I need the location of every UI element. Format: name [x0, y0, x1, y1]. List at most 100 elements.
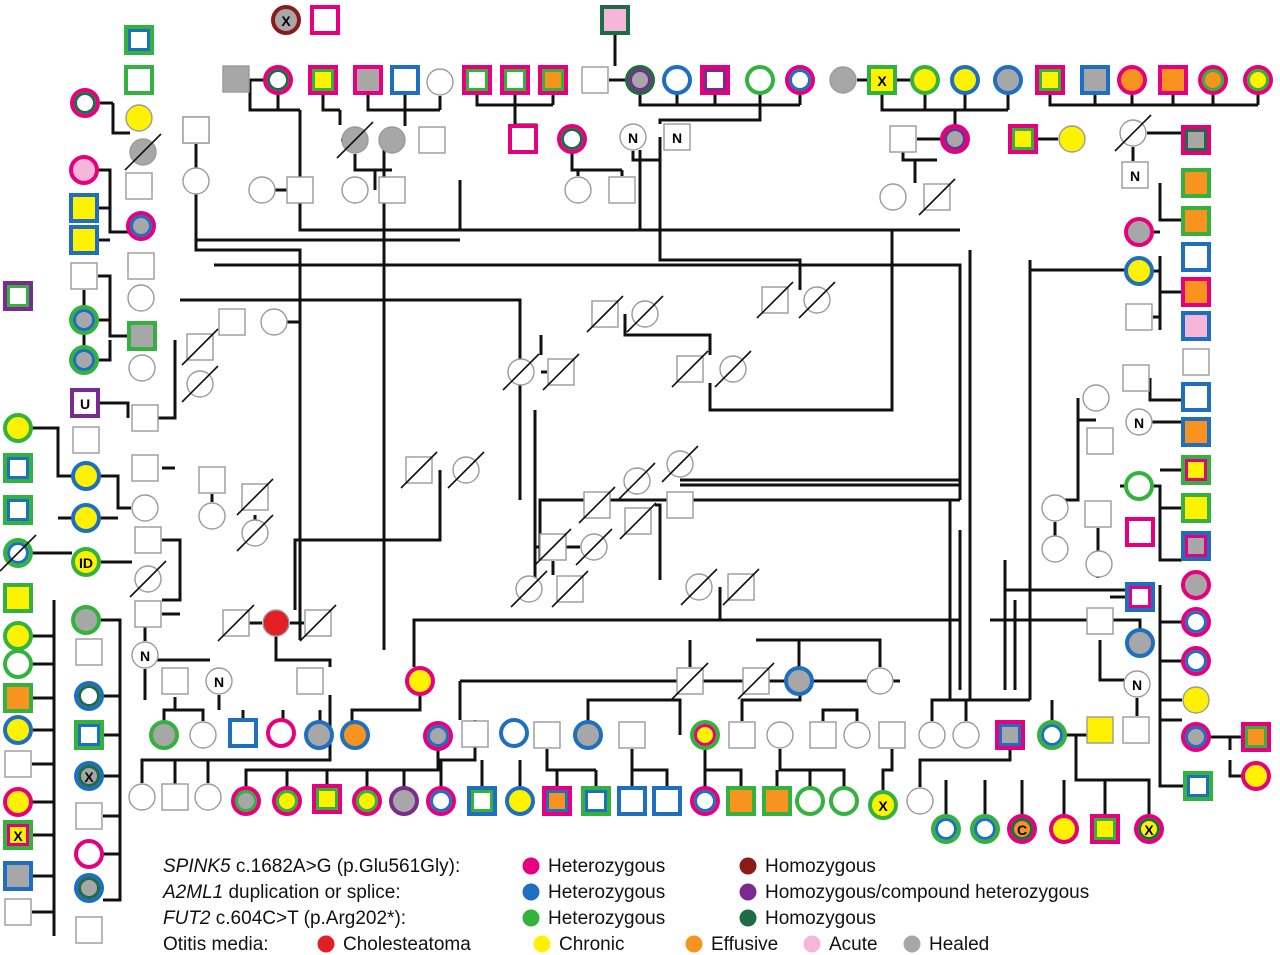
pedigree-connector — [1003, 560, 1130, 690]
genotype-inner-ring — [585, 790, 607, 812]
pedigree-individual-female — [940, 124, 970, 154]
pedigree-connector — [1158, 720, 1184, 788]
deceased-slash — [217, 604, 255, 642]
legend-item-label: Chronic — [559, 934, 624, 955]
female-symbol — [3, 787, 33, 817]
male-symbol — [161, 667, 189, 695]
genotype-inner-ring — [789, 69, 811, 91]
pedigree-individual-male — [617, 786, 647, 816]
female-symbol — [910, 65, 940, 95]
pedigree-individual-male — [310, 5, 340, 35]
pedigree-individual-female — [784, 666, 814, 696]
genotype-inner-ring — [542, 69, 564, 91]
pedigree-individual-female: N — [619, 123, 647, 151]
pedigree-individual-female — [993, 65, 1023, 95]
legend-swatch — [317, 935, 335, 953]
male-symbol — [762, 786, 792, 816]
male-symbol — [390, 65, 420, 95]
pedigree-individual-female — [661, 445, 699, 483]
pedigree-individual-female — [181, 365, 219, 403]
pedigree-individual-female: C — [1007, 814, 1037, 844]
pedigree-connector — [630, 749, 669, 787]
genotype-inner-ring — [1012, 128, 1034, 150]
pedigree-individual-female — [149, 720, 179, 750]
pedigree-individual-female — [626, 295, 664, 333]
pedigree-individual-female: N — [131, 641, 159, 669]
male-symbol — [70, 262, 98, 290]
legend-row-heading: SPINK5 c.1682A>G (p.Glu561Gly): — [163, 856, 460, 877]
pedigree-individual-male — [400, 451, 438, 489]
pedigree-individual-male — [462, 65, 492, 95]
pedigree-individual-male — [125, 172, 153, 200]
female-symbol — [198, 502, 226, 530]
legend-item-label: Homozygous — [765, 908, 876, 929]
individual-label: X — [84, 769, 94, 785]
female-symbol — [918, 721, 946, 749]
genotype-inner-ring — [1247, 69, 1269, 91]
individual-label: N — [1130, 168, 1140, 184]
pedigree-individual-male — [124, 25, 154, 55]
pedigree-individual-female: X — [271, 5, 301, 35]
pedigree-individual-female — [1085, 550, 1113, 578]
male-symbol — [69, 225, 99, 255]
pedigree-individual-female — [3, 649, 33, 679]
pedigree-individual-male — [652, 786, 682, 816]
female-symbol — [1049, 814, 1079, 844]
male-symbol — [1181, 206, 1211, 236]
pedigree-connector — [366, 94, 442, 112]
pedigree-individual-male — [312, 784, 342, 814]
female-symbol — [3, 649, 33, 679]
pedigree-individual-male — [378, 176, 406, 204]
female-symbol — [1124, 471, 1154, 501]
legend-swatch — [739, 883, 757, 901]
pedigree-individual-female: X — [74, 761, 104, 791]
pedigree-connector — [944, 735, 1151, 815]
genotype-inner-ring — [235, 790, 257, 812]
pedigree-connector — [244, 750, 440, 787]
female-symbol — [766, 721, 794, 749]
genotype-inner-ring — [78, 765, 100, 787]
genotype-inner-ring — [1011, 818, 1033, 840]
pedigree-individual-male — [619, 502, 657, 540]
individual-label: X — [1144, 822, 1154, 838]
pedigree-individual-male — [1122, 364, 1150, 392]
pedigree-connector — [100, 101, 130, 135]
pedigree-individual-male — [581, 66, 609, 94]
legend-swatch — [739, 909, 757, 927]
pedigree-individual-female — [1058, 125, 1086, 153]
genotype-inner-ring — [7, 542, 29, 564]
pedigree-individual-female — [182, 167, 210, 195]
female-symbol — [499, 718, 529, 748]
pedigree-individual-female — [690, 720, 720, 750]
pedigree-individual-male — [1181, 417, 1211, 447]
deceased-slash — [236, 478, 274, 516]
genotype-inner-ring — [78, 724, 100, 746]
individual-label: N — [1134, 415, 1144, 431]
individual-label: X — [281, 13, 291, 29]
pedigree-individual-male — [3, 495, 33, 525]
male-symbol — [728, 721, 756, 749]
pedigree-individual-male — [722, 568, 760, 606]
pedigree-connector — [100, 618, 122, 902]
pedigree-connector — [241, 695, 422, 721]
pedigree-individual-male — [508, 124, 538, 154]
pedigree-connector — [703, 749, 743, 787]
pedigree-connector — [930, 698, 1030, 721]
genotype-inner-ring — [935, 818, 957, 840]
genotype-inner-ring — [999, 724, 1021, 746]
deceased-slash — [510, 570, 548, 608]
male-symbol — [1181, 311, 1211, 341]
genotype-inner-ring — [1202, 69, 1224, 91]
pedigree-individual-male — [1035, 65, 1065, 95]
pedigree-individual-male: X — [867, 65, 897, 95]
pedigree-individual-female — [1181, 570, 1211, 600]
male-symbol — [131, 404, 159, 432]
pedigree-individual-male — [533, 721, 561, 749]
pedigree-connector — [98, 340, 112, 362]
legend-item-label: Effusive — [711, 934, 778, 955]
pedigree-individual-female — [3, 715, 33, 745]
pedigree-individual-male — [217, 604, 255, 642]
female-symbol — [1085, 550, 1113, 578]
individual-label: N — [214, 674, 224, 690]
pedigree-individual-female — [1041, 535, 1069, 563]
